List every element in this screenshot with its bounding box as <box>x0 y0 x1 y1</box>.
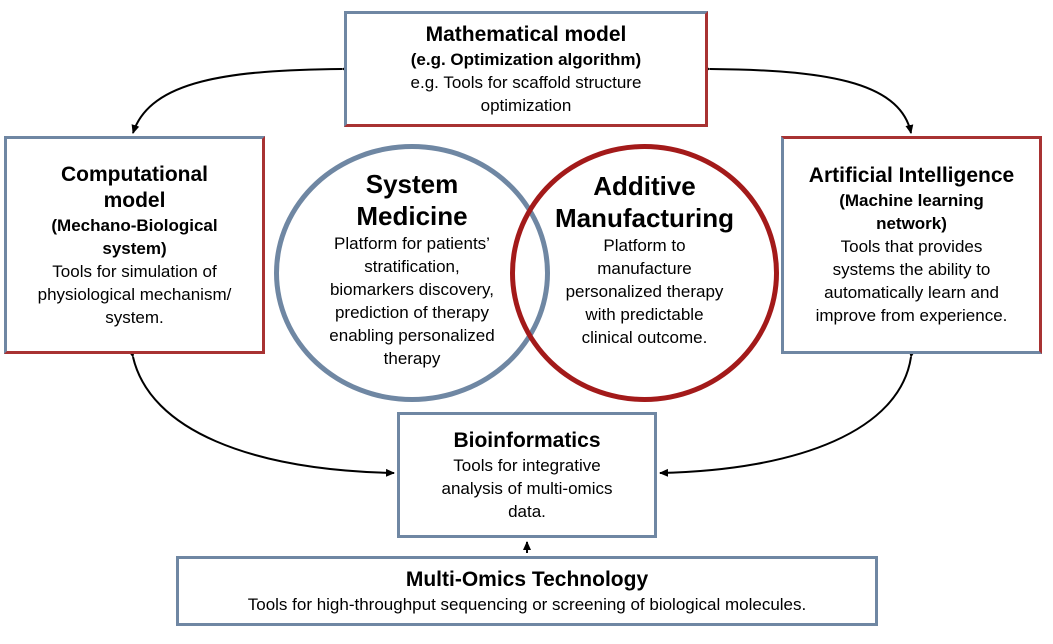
computational-model-subtitle: (Mechano-Biological system) <box>51 215 218 258</box>
system-medicine-desc: Platform for patients’ stratification, b… <box>329 234 495 368</box>
arrow-comp-bio <box>127 348 395 477</box>
additive-manufacturing-desc: Platform to manufacture personalized the… <box>565 235 724 347</box>
arrow-math-ai <box>701 64 914 134</box>
math-model-subtitle: (e.g. Optimization algorithm) <box>410 49 642 69</box>
multi-omics-desc: Tools for high-throughput sequencing or … <box>247 594 807 614</box>
bioinformatics-box: Bioinformatics Tools for integrative ana… <box>397 412 657 538</box>
additive-manufacturing-title: Additive Manufacturing <box>554 170 735 233</box>
bioinformatics-desc: Tools for integrative analysis of multi-… <box>441 455 613 521</box>
ai-desc: Tools that provides systems the ability … <box>815 237 1008 325</box>
multi-omics-box: Multi-Omics Technology Tools for high-th… <box>176 556 878 626</box>
computational-model-desc: Tools for simulation of physiological me… <box>37 261 232 327</box>
computational-model-box: Computational model (Mechano-Biological … <box>4 136 265 354</box>
system-medicine-circle: System Medicine Platform for patients’ s… <box>274 144 550 402</box>
system-medicine-title: System Medicine <box>356 169 468 231</box>
computational-model-title: Computational model <box>61 162 208 212</box>
multi-omics-title: Multi-Omics Technology <box>405 567 649 591</box>
ai-box: Artificial Intelligence (Machine learnin… <box>781 136 1042 354</box>
ai-title: Artificial Intelligence <box>808 164 1015 187</box>
ai-subtitle: (Machine learning network) <box>839 191 984 233</box>
math-model-title: Mathematical model <box>425 22 627 46</box>
bioinformatics-title: Bioinformatics <box>453 428 601 452</box>
math-model-box: Mathematical model (e.g. Optimization al… <box>344 11 708 127</box>
arrow-ai-bio <box>659 348 917 477</box>
additive-manufacturing-circle: Additive Manufacturing Platform to manuf… <box>510 144 779 402</box>
arrow-math-comp <box>131 64 351 134</box>
math-model-desc: e.g. Tools for scaffold structure optimi… <box>410 72 642 115</box>
